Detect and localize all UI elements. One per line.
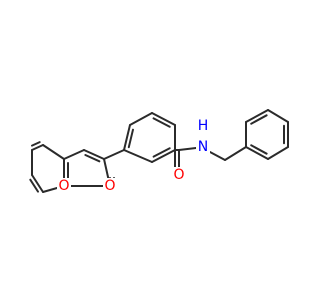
bond-24 bbox=[245, 109, 269, 123]
bond-11 bbox=[103, 149, 125, 160]
bond-5 bbox=[31, 144, 44, 151]
bond-17 bbox=[123, 149, 153, 163]
bond-12 bbox=[123, 124, 131, 151]
bond-1-second-line bbox=[29, 178, 39, 193]
bond-1 bbox=[31, 174, 44, 193]
bond-24-second-line bbox=[250, 114, 268, 125]
bond-16 bbox=[151, 149, 176, 163]
bond-7-second-line bbox=[84, 153, 101, 163]
bond-12-second-line bbox=[127, 128, 134, 149]
bond-20 bbox=[178, 147, 197, 151]
bond-4 bbox=[42, 144, 65, 160]
bond-22 bbox=[224, 146, 247, 161]
atom-label-group: O O O N H bbox=[57, 118, 210, 194]
amide-carbonyl-oxygen-bg bbox=[172, 167, 186, 183]
bond-14-second-line bbox=[152, 117, 171, 128]
lactone-carbonyl-oxygen-label: O bbox=[104, 178, 115, 194]
bond-28-second-line bbox=[250, 144, 268, 155]
amide-nitrogen-label: N bbox=[198, 139, 208, 155]
bond-21 bbox=[209, 151, 226, 161]
amide-carbonyl-oxygen-label: O bbox=[173, 167, 184, 183]
molecule-diagram: O O O N H bbox=[29, 109, 289, 194]
amide-hydrogen-bg bbox=[196, 118, 210, 134]
amide-nitrogen-bg bbox=[196, 139, 210, 155]
bond-27 bbox=[267, 146, 289, 160]
amide-hydrogen-label: H bbox=[198, 118, 209, 134]
bond-14 bbox=[151, 112, 176, 126]
bond-28 bbox=[245, 146, 269, 160]
bond-6 bbox=[63, 149, 85, 160]
bond-7 bbox=[83, 149, 105, 160]
bond-25 bbox=[267, 109, 289, 123]
lactone-carbonyl-oxygen-bg bbox=[103, 178, 117, 194]
bond-16-second-line bbox=[152, 147, 171, 158]
ring-oxygen-label: O bbox=[58, 178, 69, 194]
bond-5-second-line bbox=[30, 141, 41, 147]
bond-13 bbox=[129, 112, 153, 126]
ring-oxygen-bg bbox=[57, 178, 71, 194]
molecule-structure-svg: O O O N H bbox=[29, 109, 289, 194]
